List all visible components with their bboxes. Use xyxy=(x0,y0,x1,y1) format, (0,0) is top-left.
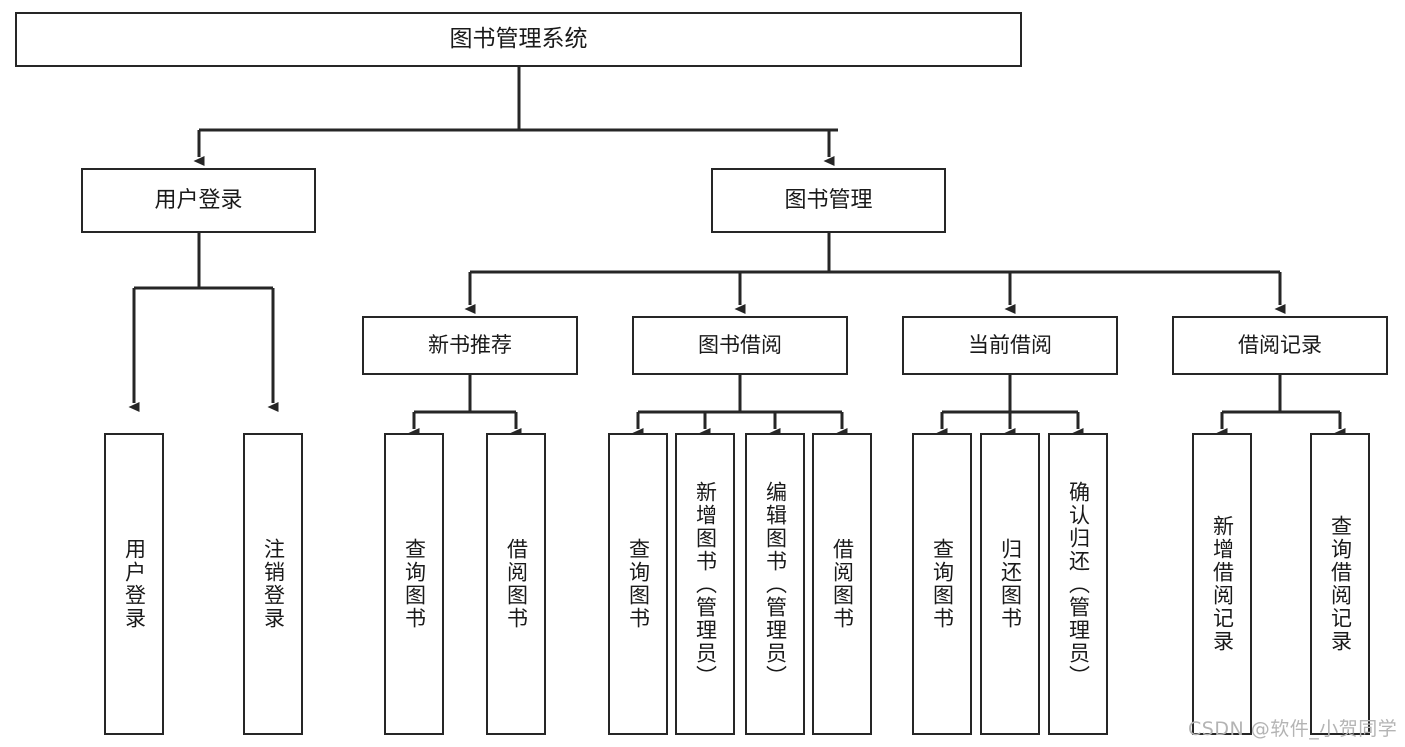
node-book-management[interactable]: 图书管理 xyxy=(711,168,946,233)
node-label: 注销登录 xyxy=(261,538,286,630)
leaf-current-query-book[interactable]: 查询图书 xyxy=(912,433,972,735)
node-book-borrow[interactable]: 图书借阅 xyxy=(632,316,848,375)
node-root-book-management-system[interactable]: 图书管理系统 xyxy=(15,12,1022,67)
node-new-book-recommend[interactable]: 新书推荐 xyxy=(362,316,578,375)
leaf-user-login[interactable]: 用户登录 xyxy=(104,433,164,735)
node-label: 图书管理系统 xyxy=(449,25,588,52)
node-label: 新增图书（管理员） xyxy=(693,480,718,688)
node-label: 确认归还（管理员） xyxy=(1066,480,1091,688)
node-current-borrow[interactable]: 当前借阅 xyxy=(902,316,1118,375)
node-borrow-record[interactable]: 借阅记录 xyxy=(1172,316,1388,375)
node-label: 查询图书 xyxy=(930,538,955,630)
leaf-borrow-add-book-admin[interactable]: 新增图书（管理员） xyxy=(675,433,735,735)
node-label: 图书借阅 xyxy=(698,333,782,358)
node-label: 用户登录 xyxy=(122,538,147,630)
node-label: 用户登录 xyxy=(154,187,243,213)
leaf-borrow-edit-book-admin[interactable]: 编辑图书（管理员） xyxy=(745,433,805,735)
node-label: 借阅图书 xyxy=(504,538,529,630)
node-label: 图书管理 xyxy=(784,187,873,213)
node-user-login[interactable]: 用户登录 xyxy=(81,168,316,233)
leaf-recommend-query-book[interactable]: 查询图书 xyxy=(384,433,444,735)
node-label: 新增借阅记录 xyxy=(1210,515,1235,653)
leaf-logout-login[interactable]: 注销登录 xyxy=(243,433,303,735)
leaf-record-add-borrow-record[interactable]: 新增借阅记录 xyxy=(1192,433,1252,735)
node-label: 新书推荐 xyxy=(428,333,512,358)
node-label: 借阅图书 xyxy=(830,538,855,630)
node-label: 查询图书 xyxy=(626,538,651,630)
node-label: 归还图书 xyxy=(998,538,1023,630)
leaf-record-query-borrow-record[interactable]: 查询借阅记录 xyxy=(1310,433,1370,735)
leaf-recommend-borrow-book[interactable]: 借阅图书 xyxy=(486,433,546,735)
node-label: 借阅记录 xyxy=(1238,333,1322,358)
leaf-borrow-borrow-book[interactable]: 借阅图书 xyxy=(812,433,872,735)
leaf-current-return-book[interactable]: 归还图书 xyxy=(980,433,1040,735)
node-label: 编辑图书（管理员） xyxy=(763,480,788,688)
node-label: 查询图书 xyxy=(402,538,427,630)
node-label: 查询借阅记录 xyxy=(1328,515,1353,653)
leaf-borrow-query-book[interactable]: 查询图书 xyxy=(608,433,668,735)
node-label: 当前借阅 xyxy=(968,333,1052,358)
leaf-current-confirm-return-admin[interactable]: 确认归还（管理员） xyxy=(1048,433,1108,735)
